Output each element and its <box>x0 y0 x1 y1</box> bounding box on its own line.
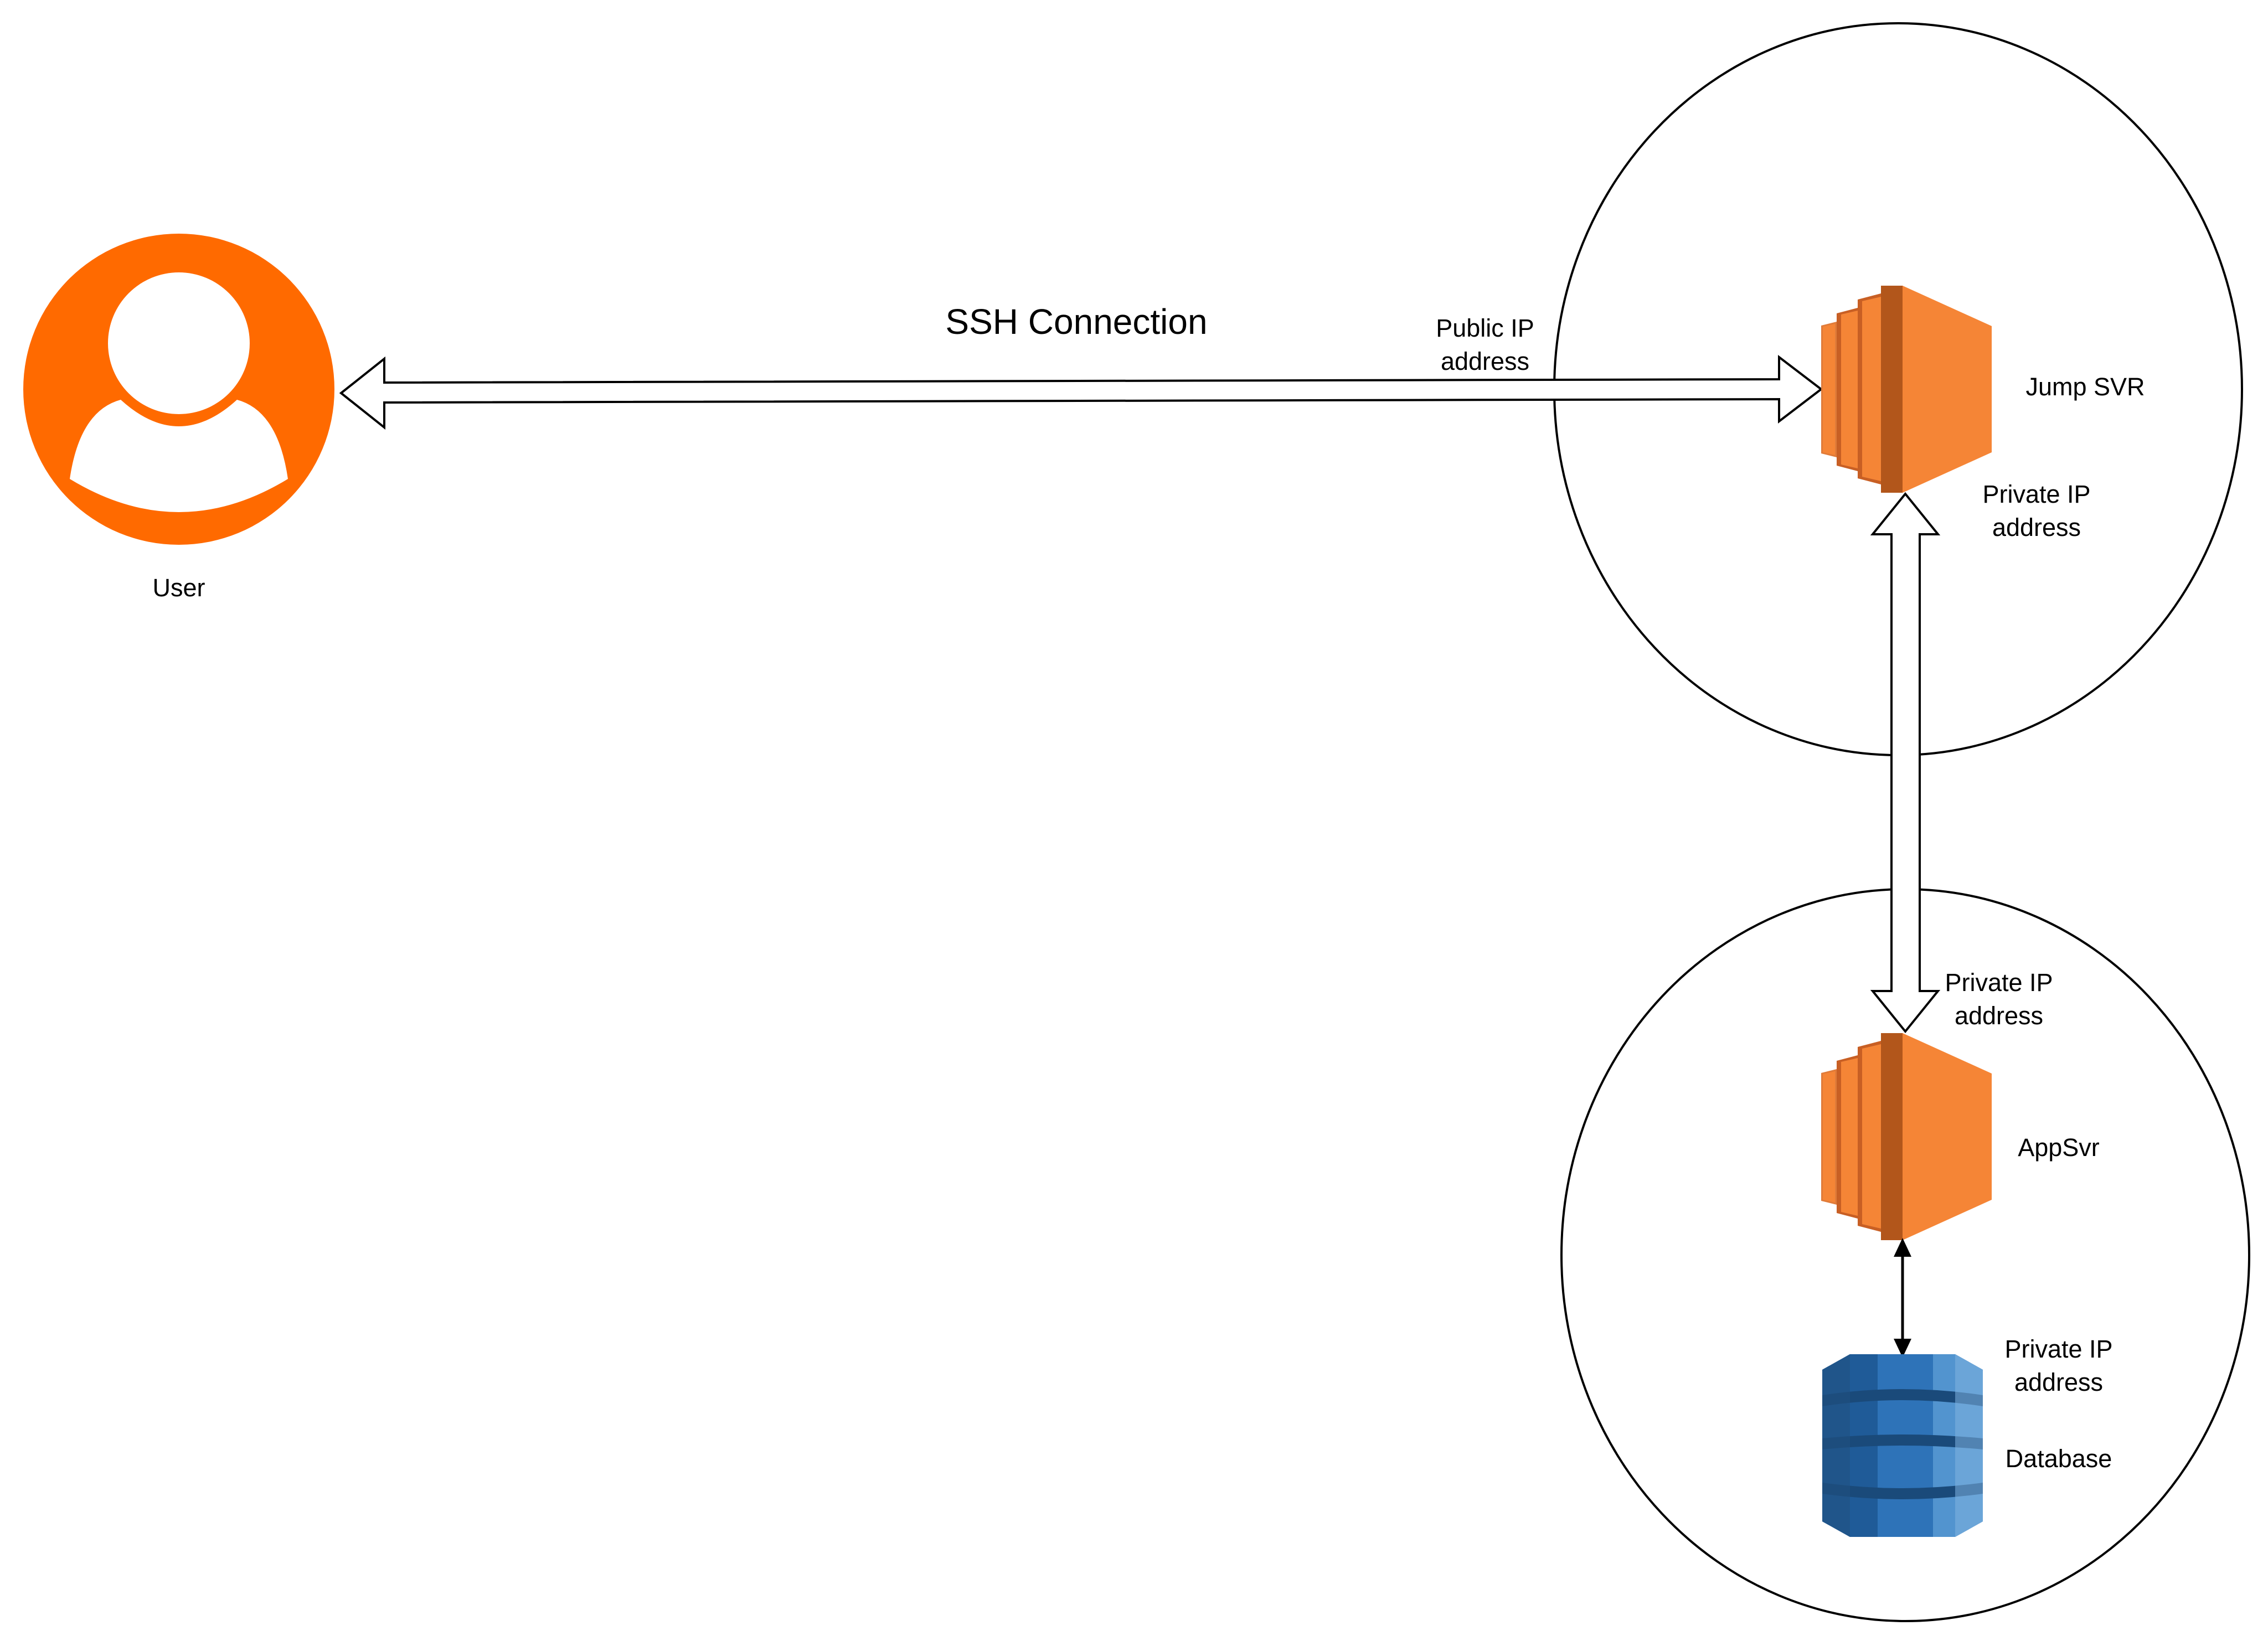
ec2-instance-icon[interactable] <box>1821 286 1992 493</box>
ec2-instance-icon[interactable] <box>1821 1033 1992 1240</box>
jump-server-label: Jump SVR <box>2025 373 2145 401</box>
app-private-ip-label: Private IP <box>1945 968 2053 997</box>
jump-private-ip-label: address <box>1992 513 2081 541</box>
public-ip-label: address <box>1441 347 1529 375</box>
public-ip-label: Public IP <box>1436 314 1534 342</box>
ssh-connection-arrow <box>339 354 1823 430</box>
dynamodb-icon[interactable] <box>1822 1354 1983 1537</box>
user-label: User <box>152 574 205 602</box>
database-label: Database <box>2006 1444 2112 1473</box>
db-private-ip-label: Private IP <box>2004 1335 2112 1363</box>
jump-private-ip-label: Private IP <box>1982 480 2090 508</box>
jump-app-arrow <box>1870 492 1941 1034</box>
user-avatar-icon[interactable] <box>23 234 334 545</box>
app-server-label: AppSvr <box>2018 1133 2100 1162</box>
app-db-arrow <box>1894 1238 1911 1358</box>
ssh-connection-title: SSH Connection <box>945 302 1207 342</box>
db-private-ip-label: address <box>2014 1368 2103 1396</box>
app-private-ip-label: address <box>1955 1002 2043 1030</box>
